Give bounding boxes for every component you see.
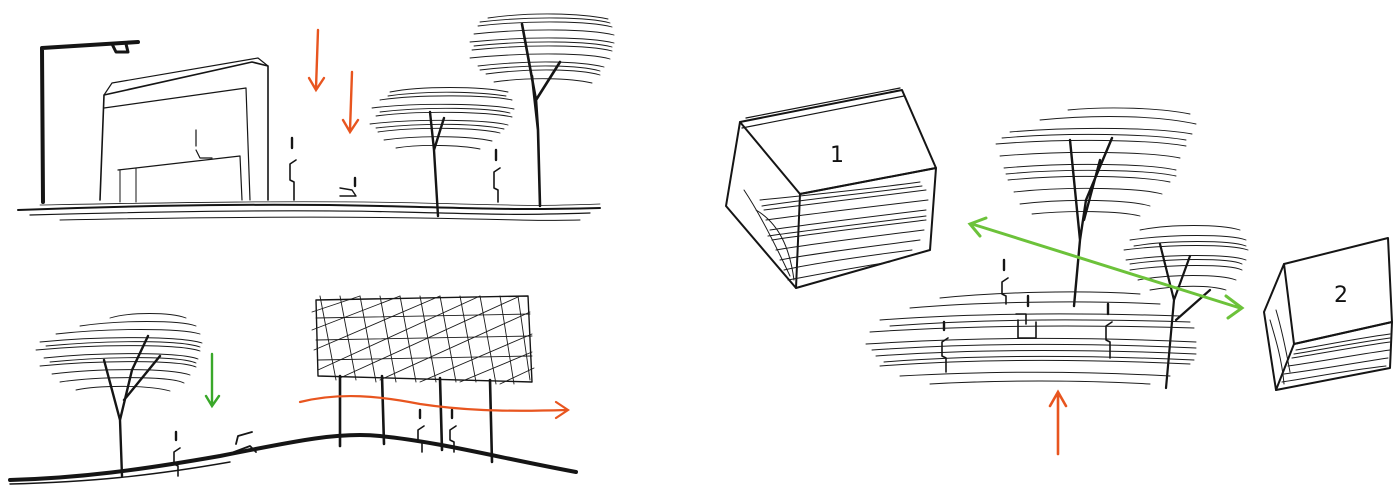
person-figure — [1105, 302, 1113, 359]
person-figure — [289, 136, 297, 201]
person-figure — [417, 408, 425, 453]
building-block-2: 2 — [1263, 237, 1393, 391]
ground-line — [17, 201, 601, 221]
person-figure — [449, 408, 457, 453]
panel-axonometric: 1 — [725, 87, 1393, 456]
sun-arrow — [307, 28, 326, 93]
person-figure — [493, 148, 501, 203]
approach-arrow — [1048, 389, 1068, 456]
seated-person-figure — [339, 176, 357, 197]
tree — [995, 107, 1197, 308]
block-2-label: 2 — [1334, 283, 1348, 308]
ground-plane — [865, 291, 1197, 385]
rain-arrow — [204, 352, 221, 409]
person-figure — [1001, 258, 1009, 305]
panel-pavilion-section — [8, 295, 578, 485]
tree — [35, 313, 203, 478]
building-block-1: 1 — [725, 87, 937, 289]
sun-arrow — [341, 70, 360, 135]
view-axis-double-arrow — [967, 216, 1245, 320]
street-lamp — [40, 40, 140, 204]
person-figure — [173, 430, 181, 477]
wind-arrow — [298, 394, 570, 420]
ground-hill — [8, 432, 578, 485]
person-figure — [941, 320, 949, 373]
panel-building-section — [17, 13, 615, 221]
block-1-label: 1 — [830, 143, 844, 168]
seated-person-figure — [1015, 294, 1037, 339]
pavilion-canopy — [311, 295, 535, 385]
seated-person-figure — [233, 431, 257, 453]
pavilion-columns — [338, 374, 494, 464]
tree — [1123, 225, 1249, 390]
tree — [369, 87, 515, 218]
tree — [469, 13, 615, 208]
building — [99, 57, 269, 203]
